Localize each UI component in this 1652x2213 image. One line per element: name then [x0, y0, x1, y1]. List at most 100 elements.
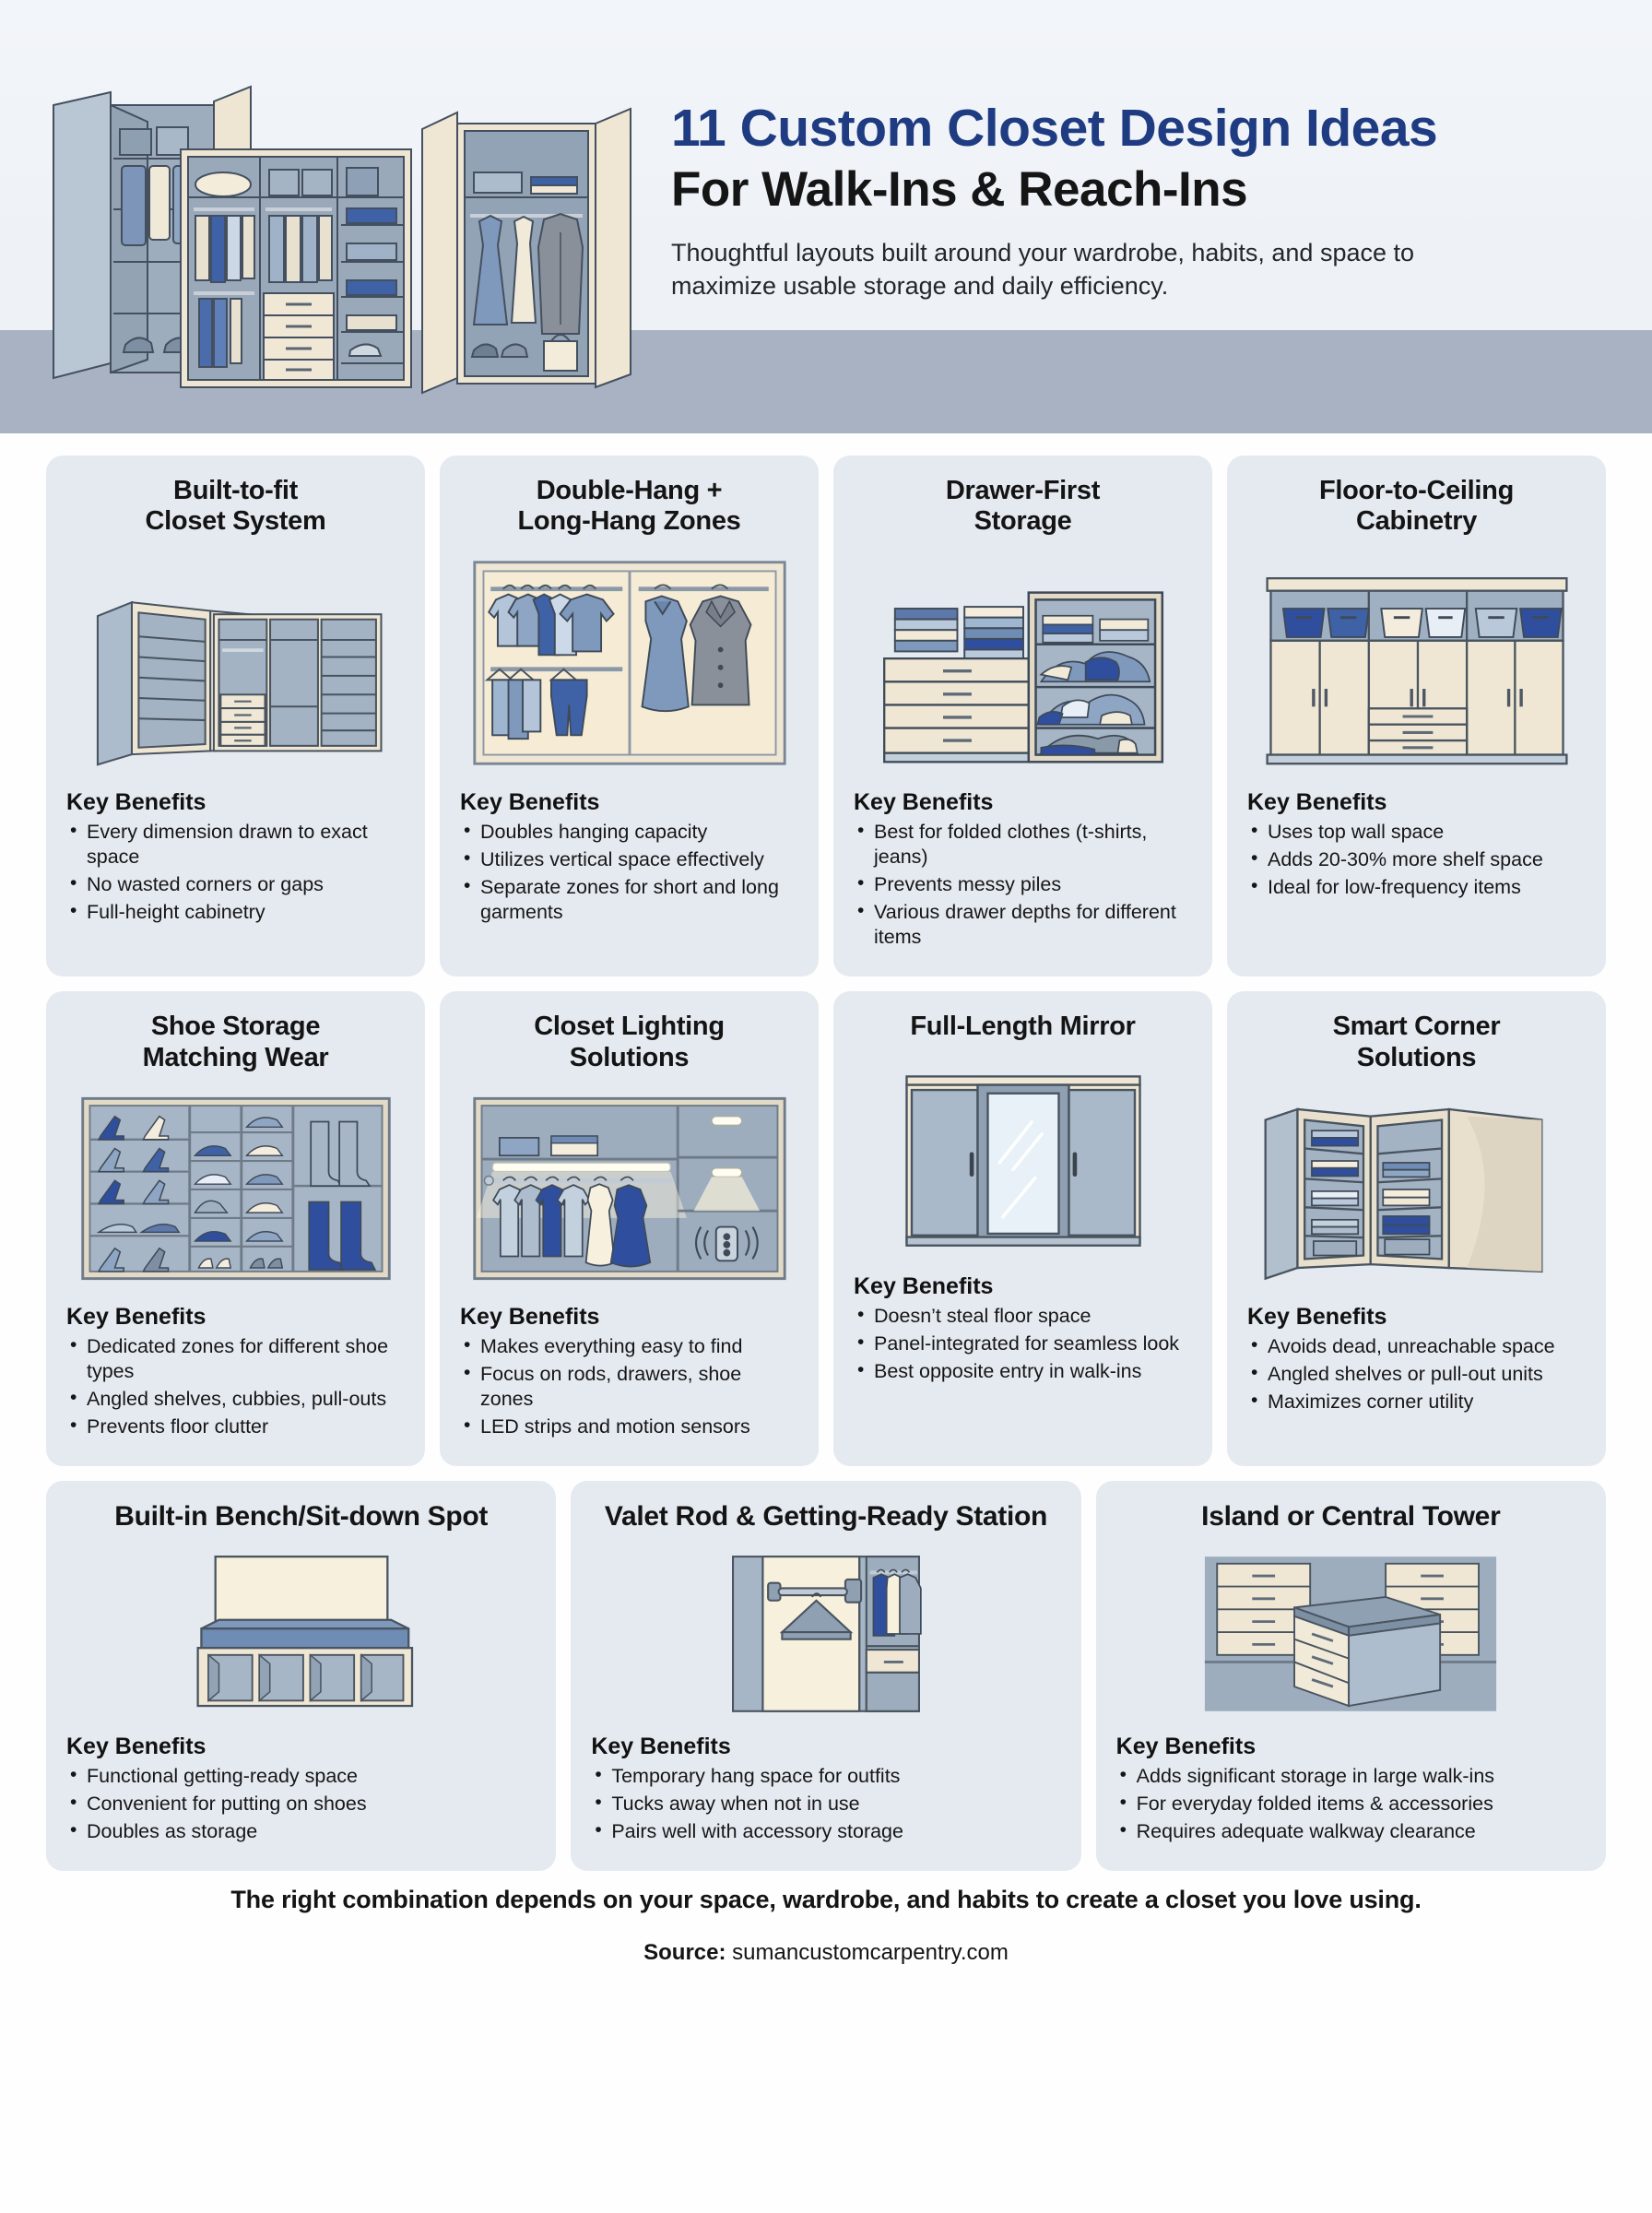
- hero-closet-illustration: [9, 20, 636, 417]
- key-benefits-label: Key Benefits: [66, 1303, 206, 1330]
- page-description: Thoughtful layouts built around your war…: [671, 239, 1415, 301]
- card-built-to-fit-closet-system[interactable]: Built-to-fit Closet System: [46, 456, 425, 977]
- card-closet-lighting-solutions[interactable]: Closet Lighting Solutions: [440, 991, 819, 1466]
- card-title-line-2: Storage: [974, 506, 1072, 537]
- card-title: Full-Length Mirror: [854, 1012, 1192, 1042]
- card-title: Built-to-fit Closet System: [66, 476, 405, 537]
- list-item: Makes everything easy to find: [460, 1333, 798, 1359]
- benefits-list: Functional getting-ready space Convenien…: [66, 1763, 536, 1847]
- benefits-list: Uses top wall space Adds 20-30% more she…: [1247, 819, 1586, 903]
- corner-closet-system-illustration: [66, 551, 405, 775]
- card-title-line-2: Closet System: [145, 506, 326, 537]
- card-floor-to-ceiling-cabinetry[interactable]: Floor-to-Ceiling Cabinetry: [1227, 456, 1606, 977]
- source-label: Source:: [643, 1940, 726, 1966]
- card-title-line-1: Floor-to-Ceiling: [1318, 476, 1515, 505]
- key-benefits-label: Key Benefits: [854, 789, 994, 816]
- card-row-1: Built-to-fit Closet System: [46, 456, 1606, 977]
- page-title: 11 Custom Closet Design Ideas: [671, 99, 1438, 158]
- closet-island-illustration: [1116, 1547, 1586, 1719]
- card-row-3: Built-in Bench/Sit-down Spot: [46, 1480, 1606, 1872]
- list-item: Requires adequate walkway clearance: [1116, 1818, 1586, 1844]
- card-title: Drawer-First Storage: [854, 476, 1192, 537]
- list-item: Adds significant storage in large walk-i…: [1116, 1763, 1586, 1789]
- card-title-line-1: Shoe Storage: [150, 1012, 321, 1042]
- card-title-line-1: Full-Length Mirror: [910, 1012, 1136, 1042]
- list-item: Temporary hang space for outfits: [591, 1763, 1060, 1789]
- double-hang-rods-illustration: [460, 551, 798, 775]
- key-benefits-label: Key Benefits: [460, 789, 600, 816]
- list-item: Prevents messy piles: [854, 871, 1192, 897]
- benefits-list: Adds significant storage in large walk-i…: [1116, 1763, 1586, 1847]
- card-title-line-1: Smart Corner: [1332, 1012, 1501, 1042]
- card-full-length-mirror[interactable]: Full-Length Mirror: [833, 991, 1212, 1466]
- shoe-rack-illustration: [66, 1088, 405, 1289]
- benefits-list: Every dimension drawn to exact space No …: [66, 819, 405, 928]
- list-item: Separate zones for short and long garmen…: [460, 874, 798, 925]
- card-title: Built-in Bench/Sit-down Spot: [114, 1500, 489, 1532]
- card-title-line-2: Solutions: [569, 1042, 690, 1072]
- list-item: Angled shelves or pull-out units: [1247, 1361, 1586, 1387]
- key-benefits-label: Key Benefits: [460, 1303, 600, 1330]
- key-benefits-label: Key Benefits: [66, 789, 206, 816]
- card-title-line-1: Built-to-fit: [173, 476, 298, 505]
- card-title-line-1: Closet Lighting: [534, 1012, 725, 1042]
- card-smart-corner-solutions[interactable]: Smart Corner Solutions: [1227, 991, 1606, 1466]
- list-item: Avoids dead, unreachable space: [1247, 1333, 1586, 1359]
- list-item: Panel-integrated for seamless look: [854, 1331, 1192, 1356]
- card-shoe-storage-matching-wear[interactable]: Shoe Storage Matching Wear: [46, 991, 425, 1466]
- benefits-list: Avoids dead, unreachable space Angled sh…: [1247, 1333, 1586, 1417]
- card-title-line-2: Solutions: [1356, 1042, 1477, 1072]
- tall-cabinet-doors-illustration: [1247, 551, 1586, 775]
- card-title: Double-Hang + Long-Hang Zones: [460, 476, 798, 537]
- benefits-list: Dedicated zones for different shoe types…: [66, 1333, 405, 1442]
- card-title: Shoe Storage Matching Wear: [66, 1012, 405, 1072]
- card-title-line-1: Drawer-First: [945, 476, 1101, 505]
- card-title: Island or Central Tower: [1201, 1500, 1501, 1532]
- list-item: LED strips and motion sensors: [460, 1414, 798, 1439]
- led-lighting-illustration: [460, 1088, 798, 1289]
- benefits-list: Temporary hang space for outfits Tucks a…: [591, 1763, 1060, 1847]
- card-title-line-2: Matching Wear: [142, 1042, 329, 1072]
- list-item: Angled shelves, cubbies, pull-outs: [66, 1386, 405, 1412]
- list-item: Utilizes vertical space effectively: [460, 846, 798, 872]
- valet-rod-illustration: [591, 1547, 1060, 1719]
- list-item: Various drawer depths for different item…: [854, 899, 1192, 950]
- card-double-hang-long-hang-zones[interactable]: Double-Hang + Long-Hang Zones: [440, 456, 819, 977]
- card-title: Smart Corner Solutions: [1247, 1012, 1586, 1072]
- footer: The right combination depends on your sp…: [46, 1886, 1606, 1966]
- source-value: sumancustomcarpentry.com: [732, 1940, 1009, 1966]
- corner-shelving-illustration: [1247, 1088, 1586, 1289]
- list-item: Uses top wall space: [1247, 819, 1586, 845]
- card-valet-rod-getting-ready-station[interactable]: Valet Rod & Getting-Ready Station: [571, 1480, 1081, 1872]
- list-item: Dedicated zones for different shoe types: [66, 1333, 405, 1384]
- mirror-panel-illustration: [854, 1058, 1192, 1259]
- list-item: For everyday folded items & accessories: [1116, 1791, 1586, 1817]
- list-item: Best opposite entry in walk-ins: [854, 1358, 1192, 1384]
- list-item: Maximizes corner utility: [1247, 1389, 1586, 1414]
- closing-statement: The right combination depends on your sp…: [230, 1886, 1422, 1914]
- list-item: Every dimension drawn to exact space: [66, 819, 405, 870]
- list-item: Best for folded clothes (t-shirts, jeans…: [854, 819, 1192, 870]
- card-title-line-2: Long-Hang Zones: [517, 506, 741, 537]
- page-subtitle-heading: For Walk-Ins & Reach-Ins: [671, 161, 1248, 217]
- list-item: Convenient for putting on shoes: [66, 1791, 536, 1817]
- card-title: Floor-to-Ceiling Cabinetry: [1247, 476, 1586, 537]
- card-drawer-first-storage[interactable]: Drawer-First Storage: [833, 456, 1212, 977]
- card-title-line-1: Double-Hang +: [536, 476, 723, 505]
- benefits-list: Best for folded clothes (t-shirts, jeans…: [854, 819, 1192, 953]
- card-island-or-central-tower[interactable]: Island or Central Tower: [1095, 1480, 1606, 1872]
- card-built-in-bench[interactable]: Built-in Bench/Sit-down Spot: [46, 1480, 557, 1872]
- header-text-block: 11 Custom Closet Design Ideas For Walk-I…: [671, 99, 1621, 303]
- key-benefits-label: Key Benefits: [854, 1272, 994, 1299]
- list-item: Pairs well with accessory storage: [591, 1818, 1060, 1844]
- cards-grid: Built-to-fit Closet System: [0, 433, 1652, 1966]
- list-item: Prevents floor clutter: [66, 1414, 405, 1439]
- key-benefits-label: Key Benefits: [1115, 1734, 1257, 1760]
- list-item: Doubles hanging capacity: [460, 819, 798, 845]
- list-item: Focus on rods, drawers, shoe zones: [460, 1361, 798, 1412]
- card-row-2: Shoe Storage Matching Wear: [46, 991, 1606, 1466]
- key-benefits-label: Key Benefits: [1247, 1303, 1387, 1330]
- list-item: Doesn’t steal floor space: [854, 1303, 1192, 1329]
- benefits-list: Doesn’t steal floor space Panel-integrat…: [854, 1303, 1192, 1387]
